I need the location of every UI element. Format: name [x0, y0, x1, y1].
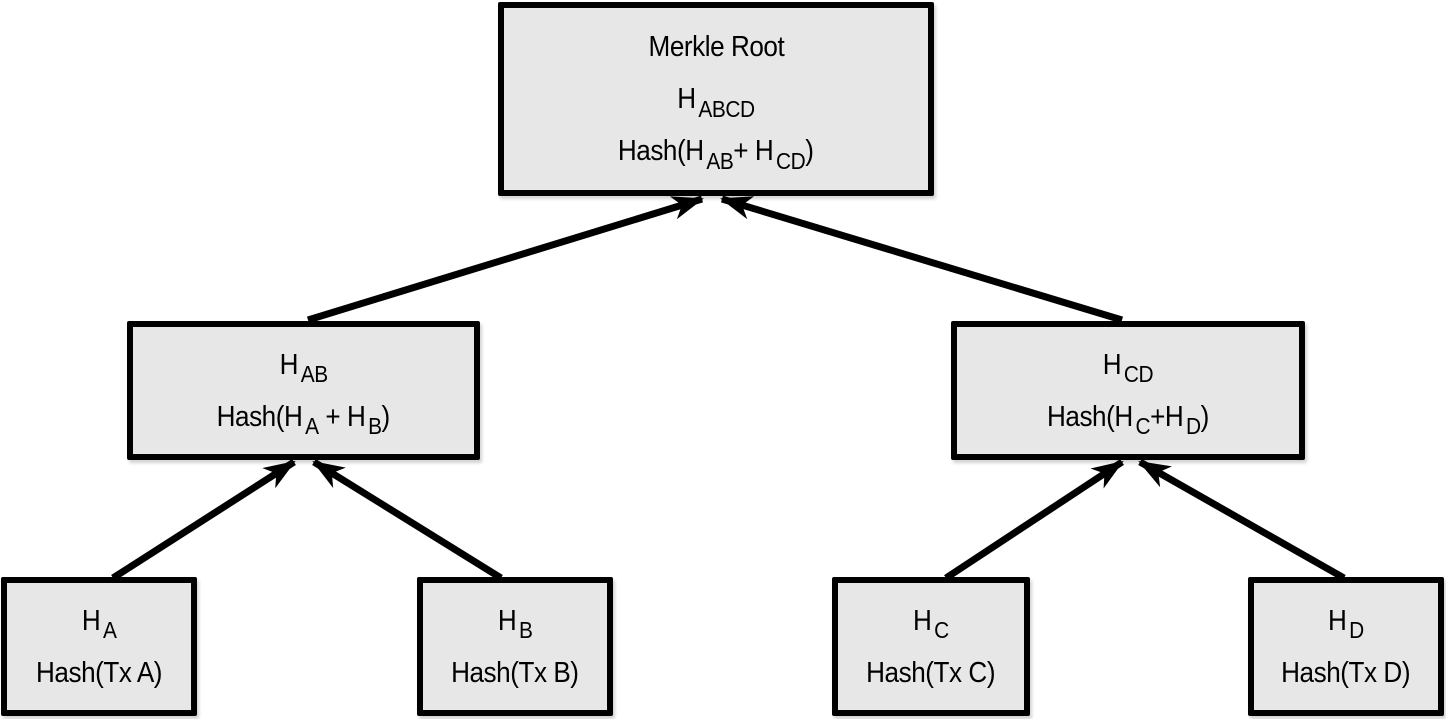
node-hash-b-formula: Hash(Tx B) [451, 656, 579, 689]
edge-hd-to-hcd [1138, 458, 1346, 582]
node-hash-d-formula: Hash(Tx D) [1281, 656, 1411, 689]
edge-hab-to-root [306, 195, 704, 324]
node-hash-a-formula: Hash(Tx A) [35, 656, 163, 689]
edge-hb-to-hab [312, 459, 503, 581]
node-hash-c-formula: Hash(Tx C) [866, 656, 996, 689]
edge-hc-to-hcd [944, 459, 1124, 581]
edge-hcd-to-root [720, 195, 1124, 324]
node-merkle-root-title: Merkle Root [648, 31, 784, 63]
edge-ha-to-hab [111, 459, 296, 581]
